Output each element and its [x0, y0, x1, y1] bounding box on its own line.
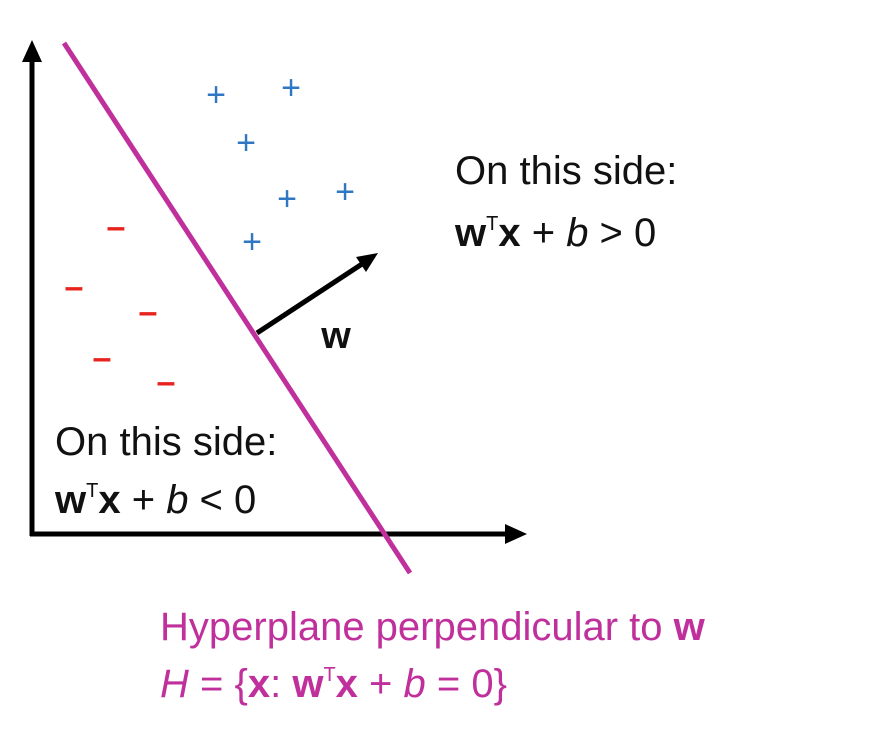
caption-x2: x	[336, 662, 358, 706]
normal-vector-shaft	[255, 261, 364, 336]
negative-point: –	[157, 363, 176, 401]
positive-point: +	[242, 223, 262, 261]
caption-colon: :	[270, 662, 292, 706]
negative-point: –	[93, 339, 112, 377]
inequality-x: x	[498, 211, 520, 255]
positive-side-inequality: wTx + b > 0	[454, 211, 656, 255]
inequality-b: b	[566, 211, 588, 255]
inequality-x: x	[98, 478, 120, 522]
negative-point: –	[65, 268, 84, 306]
normal-vector: w	[255, 253, 378, 357]
negative-side-label: On this side: wTx + b < 0	[54, 420, 277, 522]
inequality-plus: +	[521, 211, 567, 255]
caption-text: Hyperplane perpendicular to	[160, 605, 674, 649]
inequality-relation: > 0	[588, 211, 656, 255]
axes	[22, 40, 527, 544]
positive-side-heading: On this side:	[455, 149, 677, 193]
positive-side-label: On this side: wTx + b > 0	[454, 149, 677, 255]
x-axis-arrowhead	[505, 524, 527, 544]
positive-points: + + + + + +	[206, 69, 355, 261]
positive-point: +	[206, 76, 226, 114]
inequality-b: b	[166, 478, 188, 522]
caption-w2: w	[291, 662, 324, 706]
caption-line-2: H = {x: wTx + b = 0}	[160, 662, 507, 706]
inequality-w: w	[454, 211, 487, 255]
caption-eq-open: = {	[189, 662, 248, 706]
positive-point: +	[236, 124, 256, 162]
positive-point: +	[281, 69, 301, 107]
caption-b: b	[404, 662, 426, 706]
positive-point: +	[335, 173, 355, 211]
caption-H: H	[160, 662, 189, 706]
inequality-transpose: T	[86, 480, 98, 502]
inequality-transpose: T	[486, 213, 498, 235]
caption-line-1: Hyperplane perpendicular to w	[160, 605, 706, 649]
inequality-relation: < 0	[188, 478, 256, 522]
negative-point: –	[107, 208, 126, 246]
negative-points: – – – – –	[65, 208, 176, 401]
negative-point: –	[139, 293, 158, 331]
inequality-plus: +	[121, 478, 167, 522]
caption-plus: +	[358, 662, 404, 706]
hyperplane-line	[61, 41, 413, 575]
inequality-w: w	[54, 478, 87, 522]
caption-w: w	[673, 605, 706, 649]
negative-side-inequality: wTx + b < 0	[54, 478, 256, 522]
vector-label: w	[320, 315, 351, 357]
caption-transpose: T	[323, 664, 335, 686]
negative-side-heading: On this side:	[55, 420, 277, 464]
y-axis-arrowhead	[22, 40, 42, 62]
caption-eq-close: = 0}	[426, 662, 507, 706]
caption: Hyperplane perpendicular to w H = {x: wT…	[160, 605, 706, 706]
normal-vector-arrowhead	[356, 253, 378, 272]
caption-x1: x	[248, 662, 270, 706]
positive-point: +	[277, 180, 297, 218]
